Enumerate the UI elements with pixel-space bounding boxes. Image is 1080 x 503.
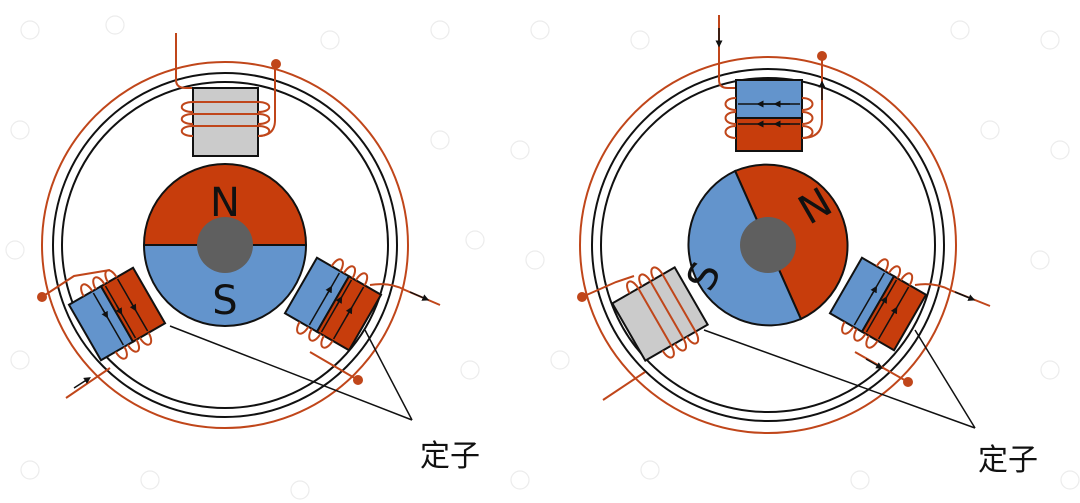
left-north-label: N	[210, 180, 240, 226]
right-motor-wire-ring	[579, 56, 957, 434]
left-rotor-north-half	[142, 163, 308, 246]
right-motor: N S	[577, 15, 1038, 478]
right-motor-top-stator	[715, 15, 827, 152]
right-motor-rotor: N S	[678, 163, 849, 327]
left-motor-stator-inner-ring	[61, 81, 389, 409]
left-south-label: S	[212, 278, 237, 324]
left-motor-top-stator	[175, 33, 281, 157]
right-motor-stator-inner-ring	[600, 77, 936, 413]
background-pattern	[5, 15, 1080, 500]
left-rotor-south-half	[142, 244, 308, 327]
right-rotor-shaft	[740, 217, 796, 273]
left-stator-leader-lines	[169, 325, 413, 421]
left-rotor-shaft	[197, 217, 253, 273]
left-stator-label: 定子	[420, 439, 480, 474]
left-motor-rotor: N S	[142, 163, 308, 327]
right-stator-label: 定子	[978, 443, 1038, 478]
left-motor-left-stator	[67, 266, 167, 362]
left-motor: N S	[37, 33, 480, 474]
left-motor-right-stator	[283, 256, 383, 352]
left-motor-stator-outer-ring	[52, 72, 398, 418]
right-motor-right-stator	[828, 256, 928, 352]
left-motor-wire-ring	[41, 61, 409, 429]
right-stator-leader-lines	[703, 329, 976, 429]
right-motor-stator-outer-ring	[591, 68, 945, 422]
right-motor-left-stator	[610, 266, 710, 362]
